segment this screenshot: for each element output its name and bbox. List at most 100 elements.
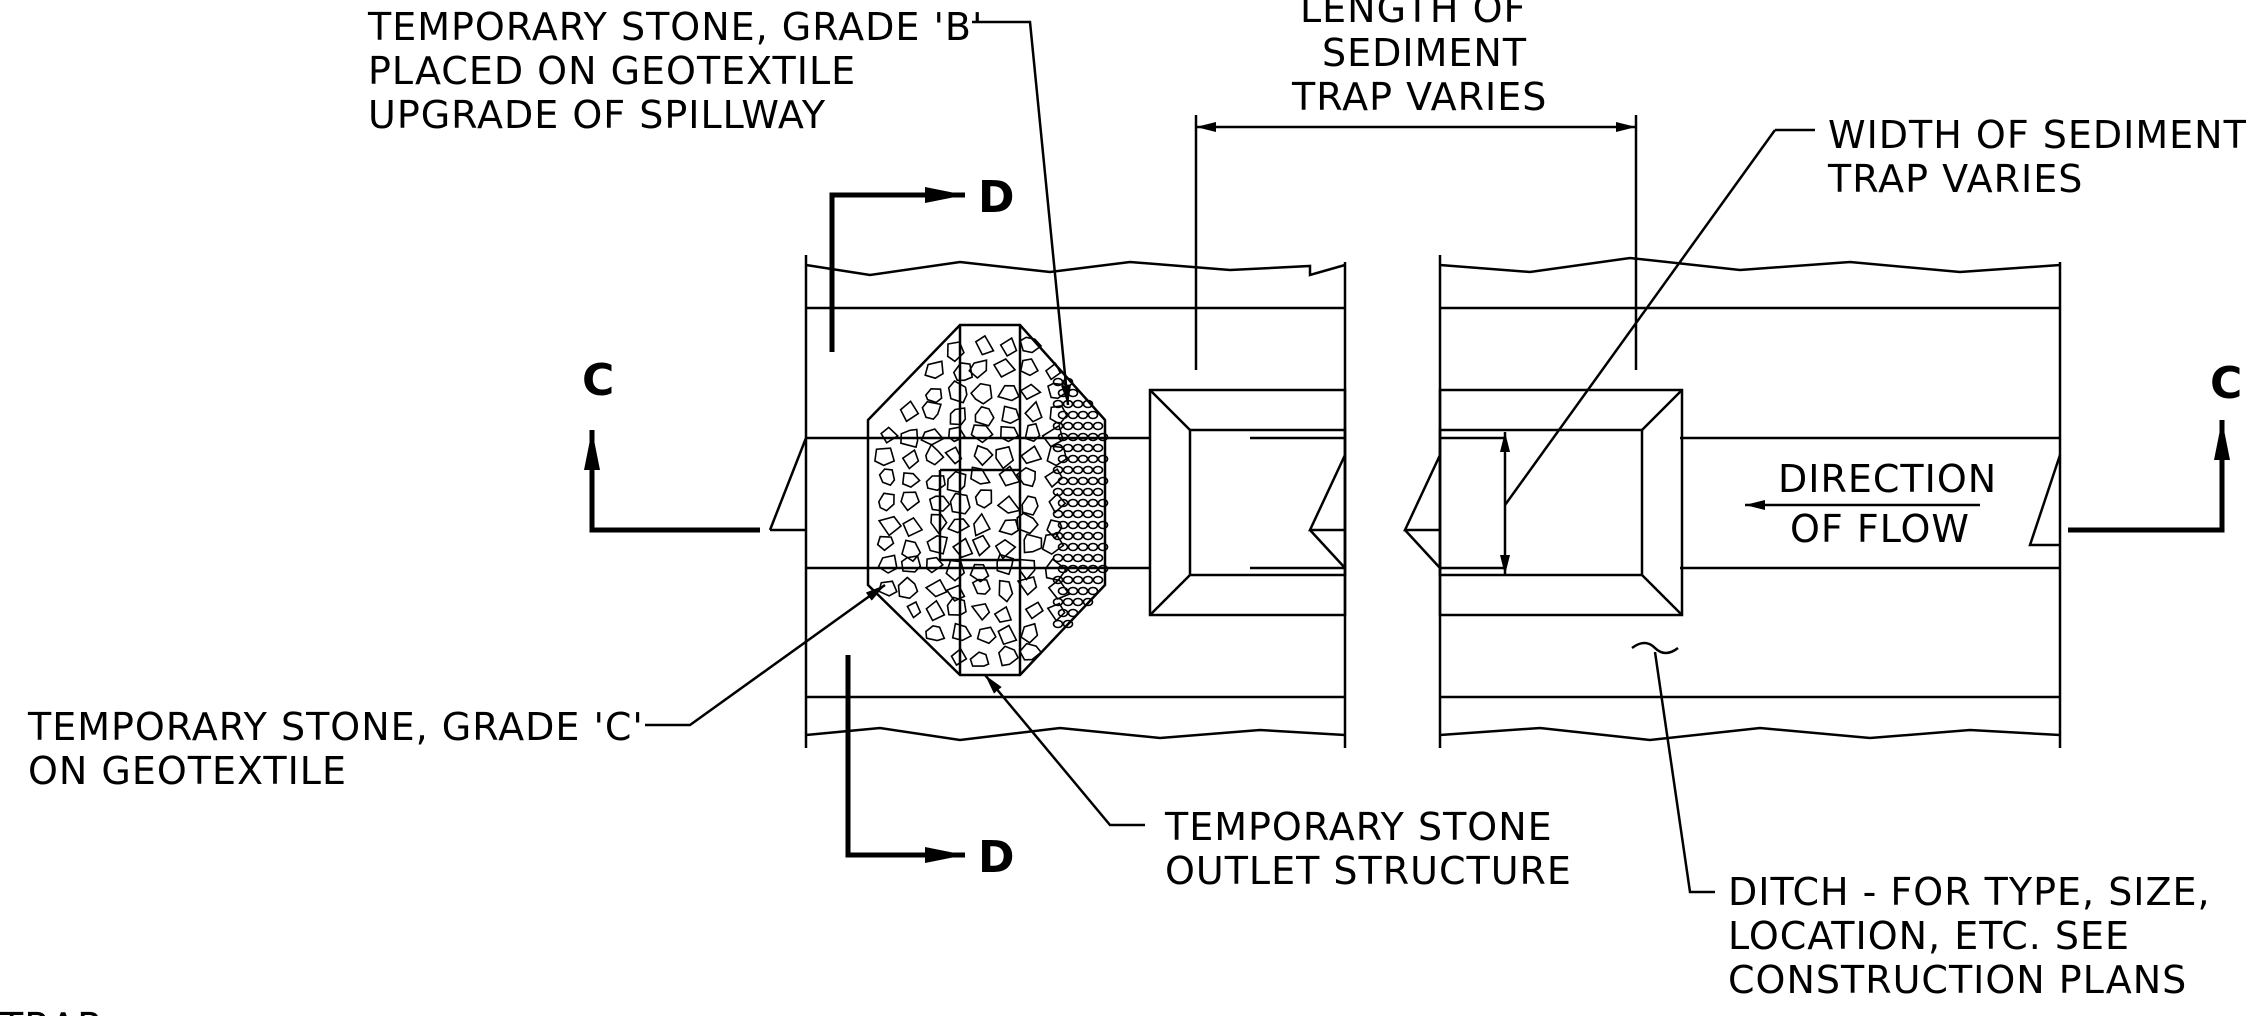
stone-hatch-rock bbox=[973, 512, 992, 537]
stone-hatch-pebble bbox=[1092, 553, 1104, 563]
stone-hatch-pebble bbox=[1067, 542, 1079, 552]
section-mark-c-right: C bbox=[2210, 358, 2242, 409]
stone-hatch-pebble bbox=[1057, 608, 1069, 618]
stone-hatch-pebble bbox=[1072, 399, 1084, 409]
stone-hatch-pebble bbox=[1092, 421, 1104, 431]
stone-hatch-pebble bbox=[1092, 487, 1104, 497]
stone-hatch-pebble bbox=[1072, 487, 1084, 497]
stone-hatch-pebble bbox=[1052, 597, 1064, 607]
stone-hatch-pebble bbox=[1082, 553, 1094, 563]
label-stone-grade-b-line-2: PLACED ON GEOTEXTILE bbox=[368, 49, 856, 93]
stone-hatch-rock bbox=[993, 605, 1013, 623]
stone-hatch-pebble bbox=[1072, 465, 1084, 475]
stone-hatch-rock bbox=[973, 444, 994, 467]
stone-hatch-rock bbox=[971, 534, 991, 557]
stone-hatch-pebble bbox=[1087, 476, 1099, 486]
stone-hatch-rock bbox=[946, 341, 965, 363]
stone-hatch-rock bbox=[930, 513, 948, 535]
stone-hatch-pebble bbox=[1062, 531, 1074, 541]
label-length: LENGTH OF SEDIMENT TRAP VARIES bbox=[1291, 0, 1546, 119]
stone-hatch-pebble bbox=[1057, 432, 1069, 442]
label-stone-grade-b-line-3: UPGRADE OF SPILLWAY bbox=[368, 93, 826, 137]
stone-hatch-rock bbox=[1015, 466, 1037, 488]
label-outlet-structure: TEMPORARY STONE OUTLET STRUCTURE bbox=[1164, 805, 1572, 893]
stone-hatch-rock bbox=[900, 491, 921, 512]
stone-hatch-rock bbox=[970, 603, 991, 622]
stone-hatch-pebble bbox=[1062, 553, 1074, 563]
stone-hatch-rock bbox=[1024, 400, 1043, 423]
label-stone-grade-b: TEMPORARY STONE, GRADE 'B' PLACED ON GEO… bbox=[367, 5, 982, 137]
stone-hatch-pebble bbox=[1062, 509, 1074, 519]
stone-hatch-rock bbox=[899, 400, 920, 423]
stone-hatch-pebble bbox=[1082, 575, 1094, 585]
stone-hatch-pebble bbox=[1077, 542, 1089, 552]
section-mark-d-bottom: D bbox=[978, 832, 1015, 883]
grade-c-stone-hatch bbox=[874, 334, 1071, 667]
stone-hatch-rock bbox=[970, 424, 994, 444]
stone-hatch-rock bbox=[998, 645, 1020, 667]
stone-hatch-rock bbox=[998, 465, 1021, 487]
label-width-line-1: WIDTH OF SEDIMENT bbox=[1828, 113, 2246, 157]
stone-hatch-pebble bbox=[1077, 454, 1089, 464]
stone-hatch-pebble bbox=[1062, 597, 1074, 607]
stone-hatch-rock bbox=[999, 336, 1018, 357]
stone-hatch-rock bbox=[1019, 383, 1042, 401]
stone-hatch-rock bbox=[1018, 642, 1043, 661]
stone-hatch-rock bbox=[1046, 602, 1066, 622]
stone-hatch-rock bbox=[1024, 601, 1044, 620]
stone-hatch-pebble bbox=[1052, 377, 1064, 387]
stone-hatch-rock bbox=[1016, 576, 1038, 596]
stone-hatch-pebble bbox=[1077, 410, 1089, 420]
stone-hatch-rock bbox=[947, 426, 966, 443]
label-outlet-line-1: TEMPORARY STONE bbox=[1164, 805, 1553, 849]
label-stone-grade-c-line-2: ON GEOTEXTILE bbox=[28, 749, 347, 793]
stone-hatch-rock bbox=[995, 445, 1015, 470]
label-outlet-line-2: OUTLET STRUCTURE bbox=[1165, 849, 1572, 893]
stone-hatch-pebble bbox=[1062, 465, 1074, 475]
stone-hatch-pebble bbox=[1092, 575, 1104, 585]
stone-hatch-rock bbox=[902, 516, 924, 538]
stone-hatch-rock bbox=[951, 622, 973, 642]
label-stone-grade-c-line-1: TEMPORARY STONE, GRADE 'C' bbox=[27, 705, 644, 749]
label-stone-grade-c: TEMPORARY STONE, GRADE 'C' ON GEOTEXTILE bbox=[27, 705, 644, 793]
stone-hatch-pebble bbox=[1052, 443, 1064, 453]
stone-hatch-pebble bbox=[1072, 531, 1084, 541]
stone-hatch-pebble bbox=[1062, 443, 1074, 453]
stone-hatch-rock bbox=[900, 554, 922, 573]
stone-hatch-pebble bbox=[1067, 410, 1079, 420]
stone-hatch-rock bbox=[968, 359, 988, 380]
stone-hatch-rock bbox=[974, 489, 993, 509]
label-ditch-line-1: DITCH - FOR TYPE, SIZE, bbox=[1728, 870, 2211, 914]
label-width: WIDTH OF SEDIMENT TRAP VARIES bbox=[1827, 113, 2246, 201]
stone-hatch-pebble bbox=[1082, 487, 1094, 497]
stone-hatch-rock bbox=[878, 468, 896, 487]
stone-hatch-pebble bbox=[1062, 421, 1074, 431]
stone-hatch-rock bbox=[947, 379, 968, 404]
stone-hatch-rock bbox=[925, 599, 946, 622]
stone-hatch-rock bbox=[924, 387, 943, 404]
stone-hatch-rock bbox=[970, 382, 993, 405]
stone-hatch-rock bbox=[969, 651, 990, 667]
section-mark-c-left: C bbox=[582, 355, 614, 406]
stone-hatch-rock bbox=[974, 405, 995, 427]
length-dimension bbox=[1194, 115, 1638, 370]
stone-hatch-pebble bbox=[1067, 432, 1079, 442]
stone-hatch-rock bbox=[906, 600, 922, 619]
stone-hatch-rock bbox=[998, 579, 1014, 603]
stone-hatch-rock bbox=[924, 360, 944, 380]
sediment-trap-left-box bbox=[1148, 388, 1347, 617]
stone-hatch-pebble bbox=[1092, 509, 1104, 519]
label-ditch-line-3: CONSTRUCTION PLANS bbox=[1728, 958, 2187, 1002]
stone-hatch-rock bbox=[1021, 495, 1039, 516]
stone-hatch-rock bbox=[901, 472, 921, 489]
stone-hatch-pebble bbox=[1067, 476, 1079, 486]
stone-hatch-pebble bbox=[1097, 432, 1109, 442]
stone-hatch-rock bbox=[946, 518, 971, 534]
stone-hatch-rock bbox=[920, 428, 945, 446]
stone-outlet-structure bbox=[866, 323, 1109, 677]
stone-hatch-pebble bbox=[1072, 443, 1084, 453]
section-cut-d-top bbox=[829, 187, 965, 352]
section-mark-d-top: D bbox=[978, 172, 1015, 223]
stone-hatch-rock bbox=[1019, 358, 1039, 377]
section-cut-c-right bbox=[2068, 420, 2230, 533]
